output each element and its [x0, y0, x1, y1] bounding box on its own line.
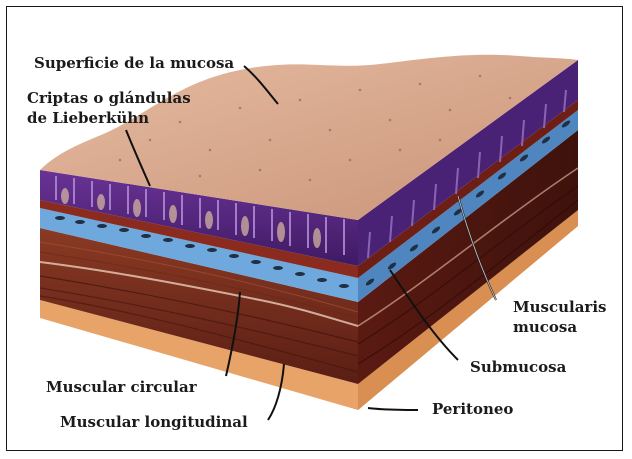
label-muscularis-mucosa: Muscularis mucosa	[513, 297, 606, 337]
label-muscularis-line1: Muscularis	[513, 297, 606, 317]
label-muscularis-line2: mucosa	[513, 317, 606, 337]
label-longitudinal-text: Muscular longitudinal	[60, 412, 248, 432]
label-criptas: Criptas o glándulas de Lieberkühn	[27, 88, 191, 128]
label-superficie-mucosa: Superficie de la mucosa	[34, 53, 234, 73]
label-submucosa-text: Submucosa	[470, 357, 566, 377]
label-criptas-line2: de Lieberkühn	[27, 108, 191, 128]
label-criptas-line1: Criptas o glándulas	[27, 88, 191, 108]
leader-peritoneo	[368, 408, 418, 410]
label-circular-text: Muscular circular	[46, 377, 197, 397]
label-submucosa: Submucosa	[470, 357, 566, 377]
label-peritoneo-text: Peritoneo	[432, 399, 513, 419]
label-muscular-circular: Muscular circular	[46, 377, 197, 397]
label-superficie-text: Superficie de la mucosa	[34, 53, 234, 73]
label-peritoneo: Peritoneo	[432, 399, 513, 419]
label-muscular-longitudinal: Muscular longitudinal	[60, 412, 248, 432]
